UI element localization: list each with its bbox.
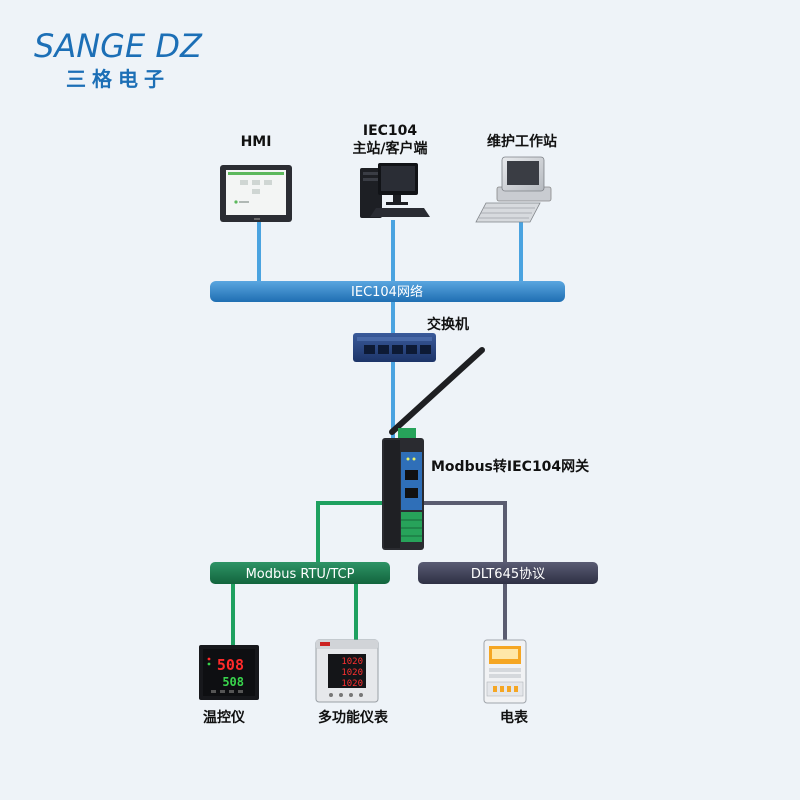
temperature-controller: 508 508 温控仪 [199, 645, 259, 726]
dlt645-bus: DLT645协议 [418, 562, 598, 584]
link-gateway-modbus [316, 501, 382, 562]
maintenance-workstation: 维护工作站 [475, 133, 557, 223]
workstation-label: 维护工作站 [487, 133, 557, 150]
switch-label: 交换机 [427, 316, 469, 333]
iec104-bus-label: IEC104网络 [351, 284, 423, 300]
gateway-terminal-block [401, 512, 422, 542]
modbus-bus: Modbus RTU/TCP [210, 562, 390, 584]
meter-row-1: 1020 [341, 657, 363, 667]
power-meter-label: 电表 [500, 709, 529, 726]
hmi-label: HMI [241, 134, 272, 150]
link-gateway-dlt645 [422, 501, 507, 562]
switch-port-4 [406, 345, 417, 354]
hmi-device: HMI [220, 134, 292, 222]
switch-port-1 [364, 345, 375, 354]
gateway-eth-port [405, 470, 418, 480]
temp-controller-label: 温控仪 [203, 709, 246, 726]
electricity-meter: 电表 [483, 639, 529, 726]
iec104-master-pc: IEC104 主站/客户端 [352, 123, 430, 218]
multifunction-meter: 1020 1020 1020 多功能仪表 [315, 639, 389, 726]
gateway-label: Modbus转IEC104网关 [431, 458, 589, 475]
gateway-front-panel [401, 452, 422, 510]
dlt645-bus-label: DLT645协议 [471, 567, 545, 582]
antenna [389, 347, 485, 435]
switch-port-3 [392, 345, 403, 354]
brand-logo: SANGE DZ 三格电子 [34, 27, 203, 91]
connection-lines [231, 220, 523, 645]
modbus-iec104-gateway: Modbus转IEC104网关 [382, 347, 589, 550]
master-label-line1: IEC104 [363, 123, 418, 139]
pc-keyboard [370, 208, 430, 217]
modbus-bus-label: Modbus RTU/TCP [246, 567, 355, 582]
temp-sv-display: 508 [222, 675, 244, 689]
workstation-keyboard [475, 202, 541, 223]
gateway-eth-port-2 [405, 488, 418, 498]
iec104-bus: IEC104网络 [210, 281, 565, 302]
network-switch: 交换机 [353, 316, 469, 362]
temp-pv-display: 508 [217, 656, 244, 674]
master-label-line2: 主站/客户端 [352, 140, 427, 157]
meter-row-2: 1020 [341, 668, 363, 678]
switch-port-5 [420, 345, 431, 354]
multimeter-label: 多功能仪表 [318, 709, 389, 726]
brand-name-cn: 三格电子 [66, 67, 170, 91]
meter-row-3: 1020 [341, 679, 363, 689]
switch-port-2 [378, 345, 389, 354]
brand-name-en: SANGE DZ [34, 27, 203, 65]
